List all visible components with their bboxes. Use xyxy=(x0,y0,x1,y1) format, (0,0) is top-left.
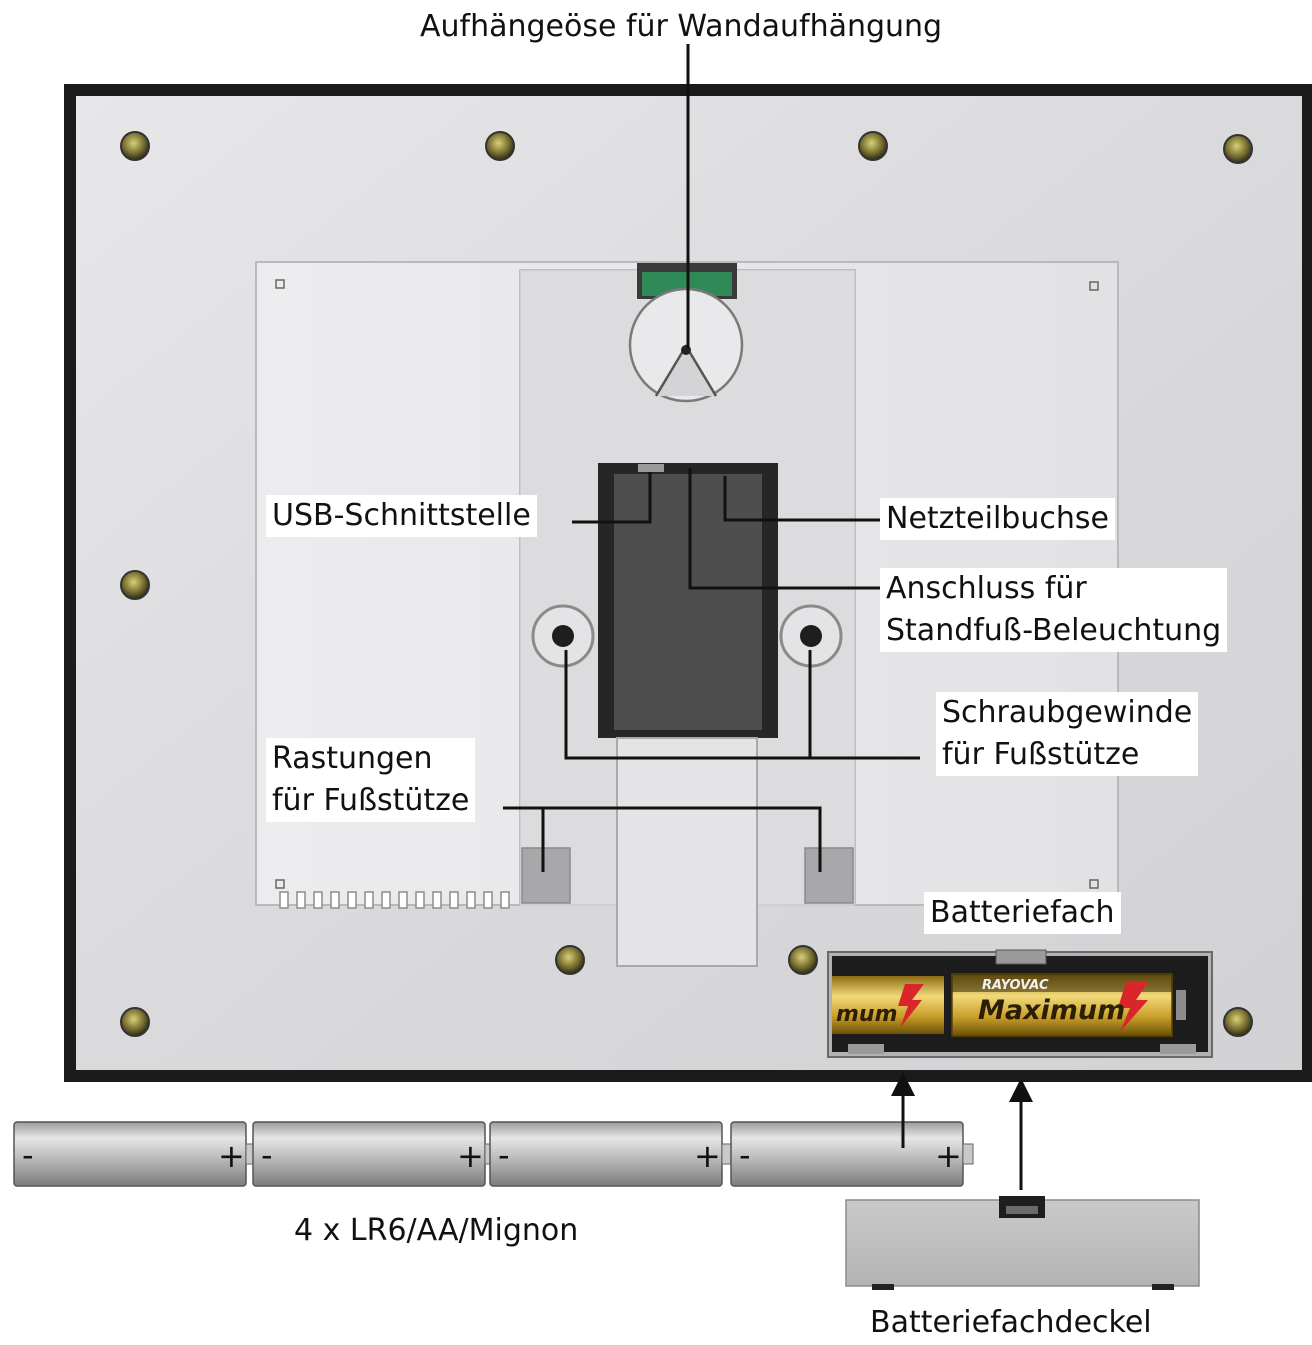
foot-support-strip xyxy=(617,738,757,966)
label-detents-line2: für Fußstütze xyxy=(272,780,469,822)
label-lighting-port: Anschluss für Standfuß-Beleuchtung xyxy=(880,568,1227,652)
label-usb-text: USB-Schnittstelle xyxy=(272,495,531,537)
label-power-socket-text: Netzteilbuchse xyxy=(886,498,1109,540)
plus-sign: + xyxy=(218,1137,245,1175)
battery-brand-top: RAYOVAC xyxy=(982,978,1049,993)
usb-port-icon xyxy=(638,464,664,472)
label-detents: Rastungen für Fußstütze xyxy=(266,738,475,822)
screw-icon xyxy=(121,1008,149,1036)
label-hanging-eye: Aufhängeöse für Wandaufhängung xyxy=(420,6,942,48)
screw-icon xyxy=(859,132,887,160)
screw-icon xyxy=(1224,135,1252,163)
screw-icon xyxy=(1224,1008,1252,1036)
label-screw-thread-line1: Schraubgewinde xyxy=(942,692,1192,734)
battery-compartment: RAYOVAC Maximum mum xyxy=(828,950,1212,1057)
label-battery-cover-text: Batteriefachdeckel xyxy=(870,1302,1152,1344)
battery-brand-partial: mum xyxy=(836,1002,898,1027)
screw-icon xyxy=(121,132,149,160)
label-battery-cover: Batteriefachdeckel xyxy=(870,1302,1152,1344)
minus-sign: - xyxy=(22,1136,34,1174)
label-battery-compartment-text: Batteriefach xyxy=(930,892,1115,934)
detent-left xyxy=(522,848,570,903)
label-lighting-port-line2: Standfuß-Beleuchtung xyxy=(886,610,1221,652)
label-hanging-eye-text: Aufhängeöse für Wandaufhängung xyxy=(420,6,942,48)
battery-brand-main: Maximum xyxy=(978,995,1125,1026)
battery-1: - + xyxy=(14,1122,256,1186)
plus-sign: + xyxy=(694,1137,721,1175)
label-detents-line1: Rastungen xyxy=(272,738,469,780)
hanging-eye-icon xyxy=(630,289,742,401)
label-batteries-text: 4 x LR6/AA/Mignon xyxy=(294,1210,578,1252)
label-battery-compartment: Batteriefach xyxy=(924,892,1121,934)
screw-icon xyxy=(121,571,149,599)
minus-sign: - xyxy=(498,1136,510,1174)
battery-row: - + - + - + - + xyxy=(14,1122,973,1186)
label-usb: USB-Schnittstelle xyxy=(266,495,537,537)
label-lighting-port-line1: Anschluss für xyxy=(886,568,1221,610)
battery-2: - + xyxy=(253,1122,495,1186)
plus-sign: + xyxy=(935,1137,962,1175)
battery-3: - + xyxy=(490,1122,732,1186)
plus-sign: + xyxy=(457,1137,484,1175)
connector-recess-inner xyxy=(614,474,762,730)
screw-icon xyxy=(486,132,514,160)
label-power-socket: Netzteilbuchse xyxy=(880,498,1115,540)
label-screw-thread-line2: für Fußstütze xyxy=(942,734,1192,776)
label-batteries: 4 x LR6/AA/Mignon xyxy=(294,1210,578,1252)
screw-thread-left-icon xyxy=(533,606,593,666)
battery-cover xyxy=(846,1196,1199,1290)
minus-sign: - xyxy=(739,1136,751,1174)
battery-4: - + xyxy=(731,1122,973,1186)
label-screw-thread: Schraubgewinde für Fußstütze xyxy=(936,692,1198,776)
detent-right xyxy=(805,848,853,903)
screw-icon xyxy=(789,946,817,974)
screw-icon xyxy=(556,946,584,974)
minus-sign: - xyxy=(261,1136,273,1174)
